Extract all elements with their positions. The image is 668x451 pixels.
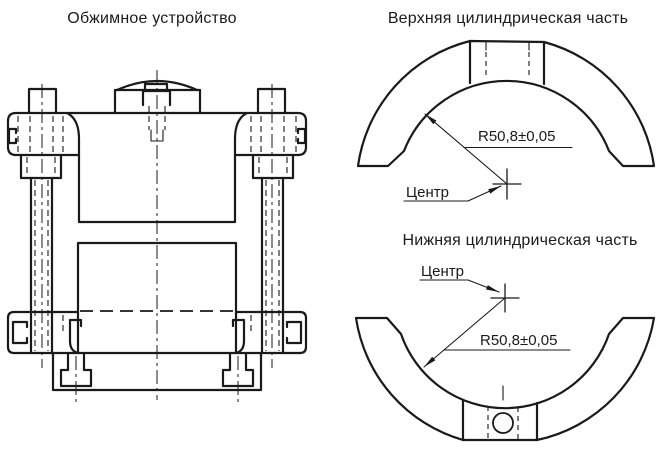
upper-radius-dimension-label: R50,8±0,05 bbox=[478, 128, 556, 145]
device-left-rod bbox=[29, 176, 54, 355]
device-left-jaw-hook bbox=[68, 318, 83, 355]
device-right-jaw-hook bbox=[231, 318, 246, 355]
lower-ring-boss-sides bbox=[461, 398, 539, 442]
lower-ring-outline bbox=[354, 316, 656, 442]
device-right-flange-bracket bbox=[296, 127, 307, 145]
upper-center-cross bbox=[492, 168, 522, 200]
upper-part-title: Верхняя цилиндрическая часть bbox=[387, 10, 629, 27]
device-right-flange-hidden bbox=[250, 116, 297, 152]
lower-radius-dimension-label: R50,8±0,05 bbox=[480, 332, 558, 349]
upper-radius-arrowhead bbox=[425, 114, 437, 125]
device-bottom-flange-right bbox=[234, 310, 308, 349]
lower-radius-arrowhead bbox=[424, 356, 436, 367]
upper-radius-dimension-line bbox=[424, 113, 508, 185]
upper-center-arrowhead bbox=[488, 186, 501, 194]
device-left-flange-bracket bbox=[7, 127, 18, 145]
device-left-flange-hidden bbox=[17, 116, 64, 152]
device-screw-slot bbox=[143, 82, 169, 93]
device-lower-block bbox=[76, 241, 238, 355]
device-top-edge-and-right-flange bbox=[6, 111, 308, 157]
device-rod-thread-hidden bbox=[34, 180, 280, 351]
device-drawing bbox=[6, 70, 308, 402]
lower-center-leader bbox=[419, 279, 500, 293]
device-jaw-hidden bbox=[62, 315, 252, 333]
device-left-block-bracket bbox=[11, 320, 29, 345]
lower-part-title: Нижняя цилиндрическая часть bbox=[402, 232, 638, 249]
device-right-block-bracket bbox=[285, 320, 303, 345]
lower-radius-dimension-line bbox=[423, 297, 506, 368]
upper-ring-boss-hidden-hole bbox=[485, 52, 530, 78]
lower-center-arrowhead bbox=[486, 285, 499, 292]
device-right-rod bbox=[260, 176, 285, 355]
lower-center-label: Центр bbox=[421, 263, 464, 280]
upper-ring-drawing bbox=[356, 39, 656, 202]
device-cap-hidden-hole bbox=[148, 106, 166, 130]
upper-center-label: Центр bbox=[406, 184, 449, 201]
device-bottom-flange-left bbox=[6, 310, 80, 349]
device-left-flange bbox=[6, 119, 81, 157]
lower-ring-drawing bbox=[354, 279, 656, 442]
lower-ring-boss-hidden-hole bbox=[487, 406, 519, 440]
lower-center-cross bbox=[490, 283, 520, 313]
upper-ring-outline bbox=[356, 39, 656, 168]
upper-ring-boss-hole-ticks bbox=[485, 41, 530, 51]
lower-ring-boss-hole bbox=[492, 412, 514, 434]
device-title: Обжимное устройство bbox=[67, 10, 237, 27]
device-left-nut bbox=[19, 153, 63, 180]
upper-ring-boss-sides bbox=[468, 39, 546, 86]
device-right-nut bbox=[251, 153, 295, 180]
